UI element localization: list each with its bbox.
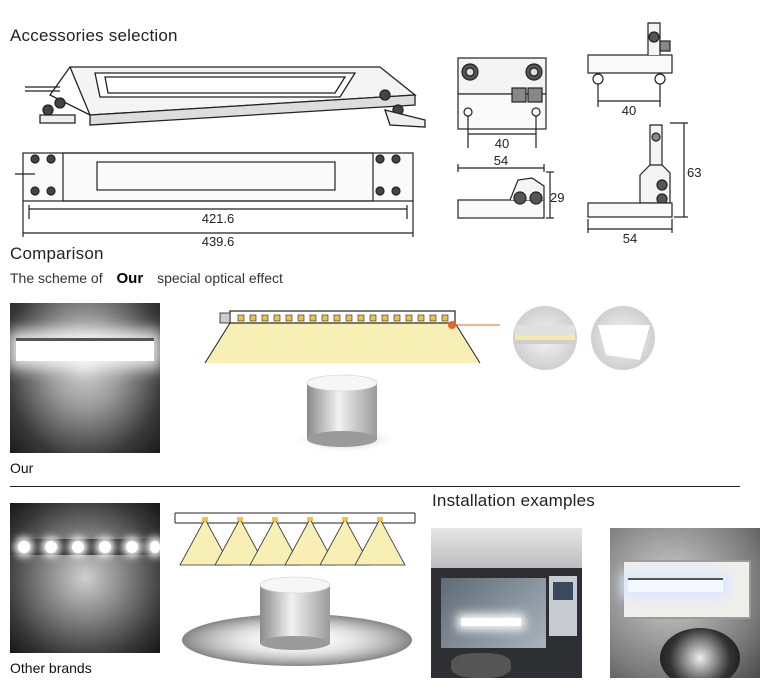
installation-machine-photo: [431, 528, 582, 678]
scheme-suffix: special optical effect: [157, 270, 283, 286]
other-optical-scheme: [174, 512, 416, 566]
dim-side-height: 63: [687, 165, 701, 180]
accessories-title: Accessories selection: [10, 26, 178, 45]
our-label: Our: [10, 460, 34, 476]
section-divider: [10, 486, 740, 487]
dim-side-base-width: 54: [623, 231, 637, 246]
other-lamp-photo: [10, 503, 160, 653]
dim-bracket-front-width: 40: [495, 136, 509, 151]
dim-bracket-top-width: 54: [494, 153, 508, 168]
dim-bracket-height: 29: [550, 190, 564, 205]
scheme-prefix: The scheme of: [10, 270, 103, 286]
lamp-perspective-drawing: [25, 66, 426, 128]
our-lamp-glow: [16, 338, 154, 361]
other-illumination-cylinder: [182, 576, 412, 666]
comparison-title: Comparison: [10, 244, 104, 263]
other-brands-label: Other brands: [10, 660, 92, 676]
our-optical-scheme: [204, 310, 500, 364]
optical-zoom-details: [513, 306, 655, 370]
scheme-highlight: Our: [116, 270, 144, 287]
bracket-top-drawing: 54 29: [457, 153, 564, 219]
installation-title: Installation examples: [432, 491, 595, 510]
scheme-caption: The scheme of Our special optical effect: [10, 270, 283, 287]
our-illumination-cylinder: [293, 374, 397, 453]
our-lamp-photo: [10, 303, 160, 453]
dim-inner-length: 421.6: [202, 211, 235, 226]
lamp-front-view-drawing: 421.6 439.6: [15, 152, 414, 249]
installation-wall-photo: [610, 528, 760, 678]
dim-outer-length: 439.6: [202, 234, 235, 249]
bracket-front-drawing: 40: [457, 57, 547, 151]
dim-side-width: 40: [622, 103, 636, 118]
side-view-top-drawing: 40: [587, 22, 673, 118]
side-view-bottom-drawing: 54 63: [587, 122, 701, 246]
